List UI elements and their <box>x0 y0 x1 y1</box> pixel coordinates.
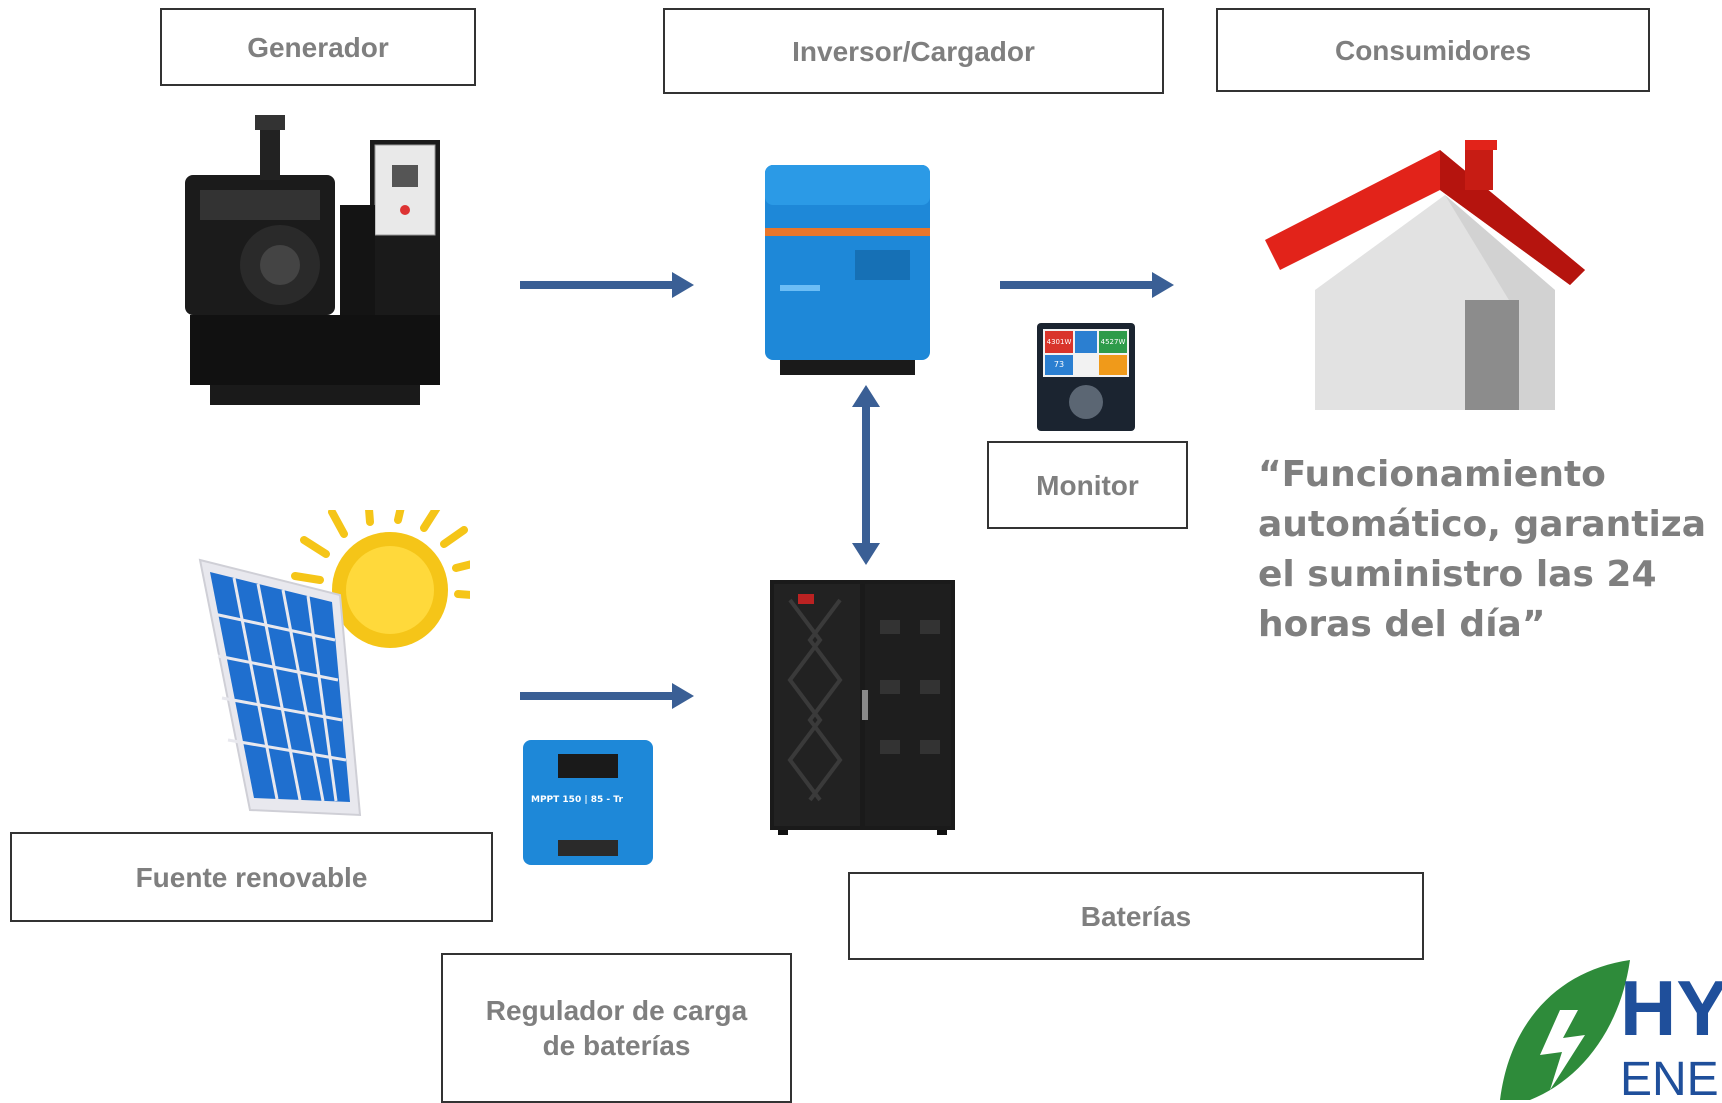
arrow-generator-to-inverter <box>520 272 694 298</box>
monitor-tile-blue <box>1075 331 1097 353</box>
monitor-screen: 4301W 4527W 73 <box>1043 329 1129 377</box>
consumers-label: Consumidores <box>1216 8 1650 92</box>
house-image <box>1265 140 1585 410</box>
arrow-inverter-to-consumers <box>1000 272 1174 298</box>
batteries-label: Baterías <box>848 872 1424 960</box>
arrow-solar-to-batteries <box>520 683 694 709</box>
hyenergy-logo: HY ENER <box>1500 960 1722 1100</box>
logo-text: HY <box>1620 964 1722 1052</box>
charge-controller-terminals <box>558 840 618 856</box>
monitor-tile-orange <box>1099 355 1127 375</box>
monitor-dial <box>1069 385 1103 419</box>
charge-controller-display <box>558 754 618 778</box>
monitor-tile-green: 4527W <box>1099 331 1127 353</box>
charge-controller-model: MPPT 150 | 85 - Tr <box>531 795 623 805</box>
renewable-label: Fuente renovable <box>10 832 493 922</box>
quote-text: “Funcionamiento automático, garantiza el… <box>1258 454 1707 645</box>
solar-panel-image <box>198 510 470 817</box>
battery-cabinet-image <box>770 580 955 835</box>
charge-controller-device: MPPT 150 | 85 - Tr <box>523 740 653 865</box>
monitor-tile-cyan: 73 <box>1045 355 1073 375</box>
logo-subtext: ENER <box>1620 1053 1722 1100</box>
inverter-image <box>765 165 930 375</box>
regulator-label: Regulador de carga de baterías <box>441 953 792 1103</box>
inverter-label: Inversor/Cargador <box>663 8 1164 94</box>
monitor-tile-red: 4301W <box>1045 331 1073 353</box>
generator-image <box>185 115 440 405</box>
arrow-inverter-batteries-bidirectional <box>852 385 880 565</box>
monitor-device: 4301W 4527W 73 <box>1037 323 1135 431</box>
monitor-label: Monitor <box>987 441 1188 529</box>
generator-label: Generador <box>160 8 476 86</box>
